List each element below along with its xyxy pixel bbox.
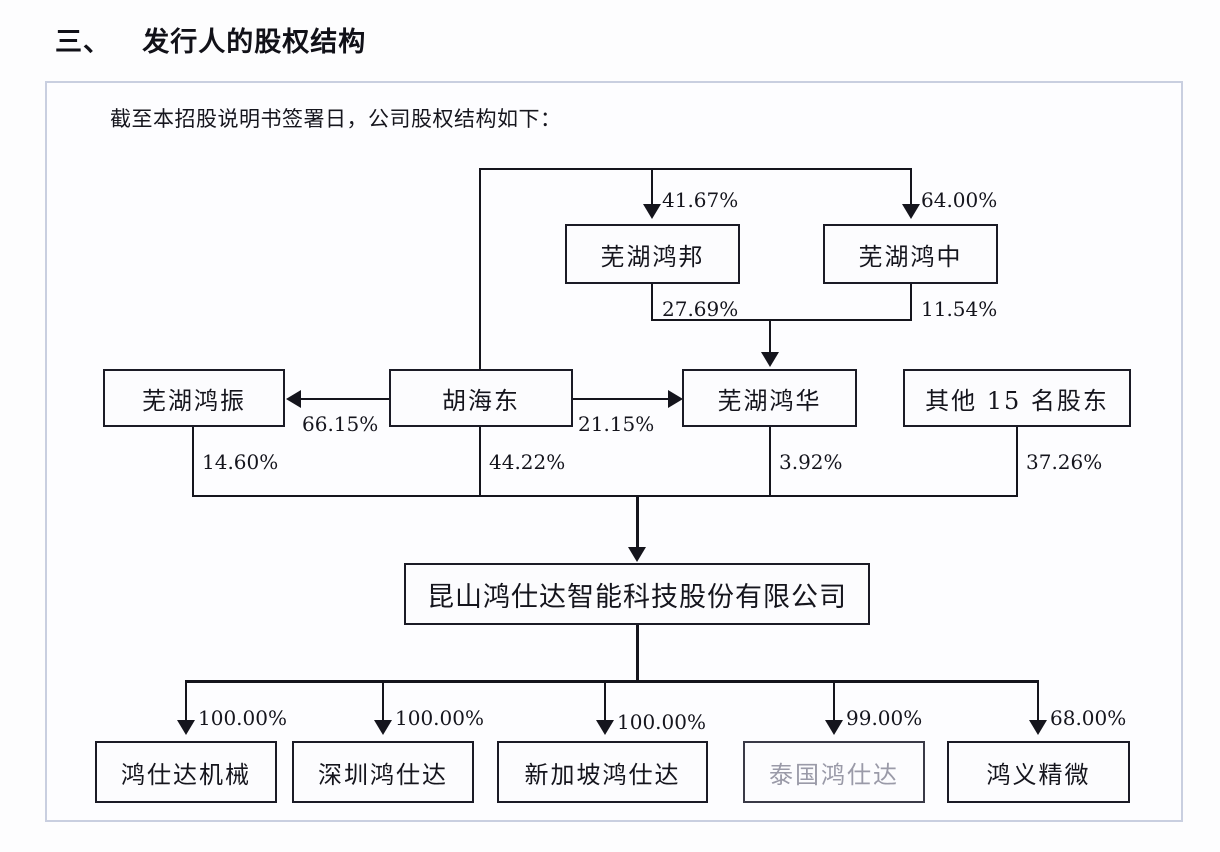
pct-haidong-hongzhen: 66.15% (302, 412, 379, 436)
connector-hongbang-down (651, 284, 653, 321)
node-wuhu-hongzhen[interactable]: 芜湖鸿振 (103, 369, 285, 427)
diagram-frame (45, 81, 1183, 822)
arrow-to-singapore-hsd (596, 720, 614, 735)
connector-hongzhen-down (192, 427, 194, 497)
pct-singapore-hsd: 100.00% (617, 710, 706, 734)
node-wuhu-hongzhen-label: 芜湖鸿振 (142, 386, 246, 415)
connector-to-hongbang (651, 168, 653, 208)
arrow-to-thailand-hsd (825, 720, 843, 735)
pct-hsd-machinery: 100.00% (198, 706, 287, 730)
node-other-15-shareholders[interactable]: 其他 15 名股东 (903, 369, 1131, 427)
pct-hongzhen-issuer: 14.60% (202, 450, 279, 474)
node-other-15-shareholders-label: 其他 15 名股东 (925, 386, 1109, 415)
node-hsd-machinery-label: 鸿仕达机械 (121, 760, 251, 789)
arrow-to-honghua (668, 390, 683, 408)
node-wuhu-hongbang-label: 芜湖鸿邦 (600, 242, 705, 271)
arrow-to-hongbang (643, 204, 661, 219)
page-title: 三、 发行人的股权结构 (55, 27, 367, 58)
pct-hongyi-jingwei: 68.00% (1050, 706, 1127, 730)
connector-other15-down (1016, 427, 1018, 497)
connector-haidong-down (479, 427, 481, 497)
connector-issuer-stem (636, 495, 639, 550)
pct-thailand-hsd: 99.00% (846, 706, 923, 730)
pct-hongbang: 41.67% (662, 188, 739, 212)
node-shenzhen-hsd[interactable]: 深圳鸿仕达 (292, 741, 474, 803)
pct-shenzhen-hsd: 100.00% (395, 706, 484, 730)
node-wuhu-honghua[interactable]: 芜湖鸿华 (682, 369, 857, 427)
node-thailand-hsd-label: 泰国鸿仕达 (769, 760, 899, 789)
pct-haidong-issuer: 44.22% (489, 450, 566, 474)
connector-issuer-down (636, 624, 639, 682)
node-issuer[interactable]: 昆山鸿仕达智能科技股份有限公司 (404, 563, 870, 625)
connector-to-thailand-hsd (833, 680, 835, 724)
connector-to-hongzhong (910, 168, 912, 208)
node-hu-haidong-label: 胡海东 (442, 386, 520, 415)
connector-hongzhong-down (910, 284, 912, 321)
connector-subsidiary-bus (185, 680, 1038, 683)
connector-honghua-down (769, 427, 771, 497)
node-hu-haidong[interactable]: 胡海东 (389, 369, 573, 427)
node-hongyi-jingwei[interactable]: 鸿义精微 (947, 741, 1130, 803)
connector-huhaidong-riser (479, 168, 481, 370)
node-wuhu-hongzhong[interactable]: 芜湖鸿中 (823, 224, 998, 284)
connector-issuer-bus (192, 495, 1018, 497)
connector-to-hsd-machinery (185, 680, 187, 724)
pct-hongzhong-honghua: 11.54% (921, 297, 998, 321)
node-wuhu-hongzhong-label: 芜湖鸿中 (858, 242, 963, 271)
connector-top-bus (479, 168, 912, 170)
node-wuhu-hongbang[interactable]: 芜湖鸿邦 (565, 224, 740, 284)
node-singapore-hsd[interactable]: 新加坡鸿仕达 (497, 741, 708, 803)
connector-to-hongyi-jingwei (1037, 680, 1039, 724)
node-wuhu-honghua-label: 芜湖鸿华 (717, 386, 822, 415)
pct-hongzhong: 64.00% (921, 188, 998, 212)
intro-text: 截至本招股说明书签署日，公司股权结构如下： (110, 107, 562, 131)
arrow-to-hongzhen (286, 390, 301, 408)
arrow-to-honghua-top (761, 352, 779, 367)
connector-to-singapore-hsd (604, 680, 606, 724)
arrow-to-hongzhong (902, 204, 920, 219)
node-issuer-label: 昆山鸿仕达智能科技股份有限公司 (427, 581, 847, 613)
arrow-to-hongyi-jingwei (1029, 720, 1047, 735)
connector-merge-bus (651, 319, 912, 321)
connector-haidong-honghua (573, 398, 669, 400)
node-shenzhen-hsd-label: 深圳鸿仕达 (318, 760, 448, 789)
pct-other15-issuer: 37.26% (1026, 450, 1103, 474)
arrow-to-shenzhen-hsd (374, 720, 392, 735)
arrow-to-hsd-machinery (177, 720, 195, 735)
node-hongyi-jingwei-label: 鸿义精微 (986, 760, 1091, 789)
node-thailand-hsd[interactable]: 泰国鸿仕达 (743, 741, 925, 803)
node-singapore-hsd-label: 新加坡鸿仕达 (524, 760, 681, 789)
pct-haidong-honghua: 21.15% (578, 412, 655, 436)
node-hsd-machinery[interactable]: 鸿仕达机械 (95, 741, 277, 803)
pct-honghua-issuer: 3.92% (779, 450, 843, 474)
arrow-to-issuer (628, 547, 646, 562)
pct-hongbang-honghua: 27.69% (662, 297, 739, 321)
connector-merge-stem (769, 319, 771, 356)
connector-haidong-hongzhen (300, 398, 405, 400)
connector-to-shenzhen-hsd (382, 680, 384, 724)
